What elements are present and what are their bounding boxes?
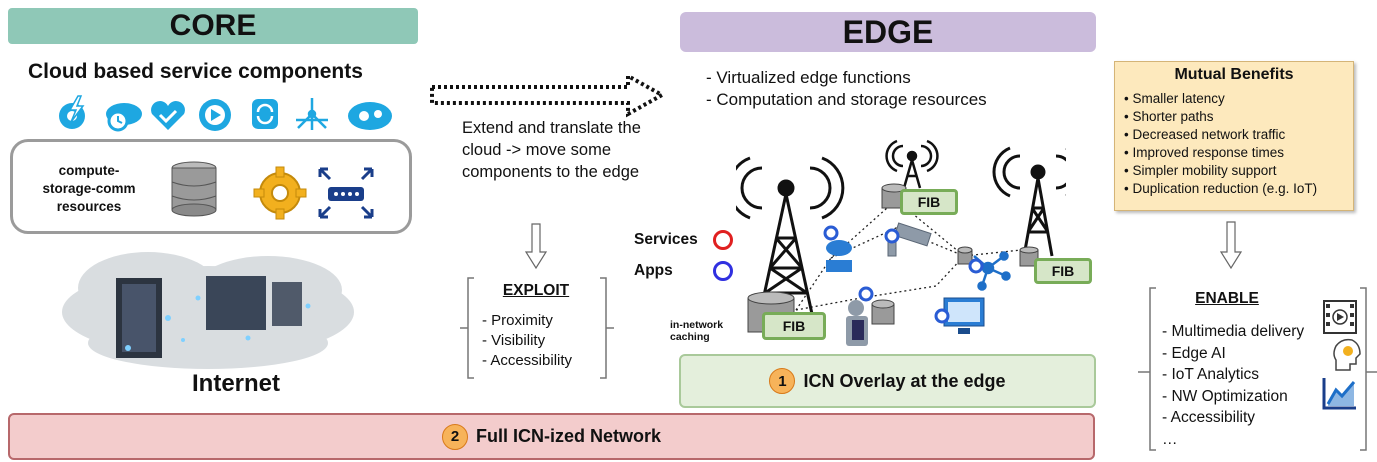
- in-network-caching-label: in-network caching: [670, 319, 724, 343]
- down-arrow-enable: [1219, 221, 1243, 270]
- analytics-chart-icon: [1322, 378, 1356, 410]
- fib-table-middle: FIB: [900, 189, 958, 215]
- cloud-service-icons: [59, 95, 392, 132]
- benefit-item: • Shorter paths: [1124, 109, 1214, 124]
- play-gear-icon: [199, 99, 231, 131]
- mutual-benefits-title: Mutual Benefits: [1174, 66, 1294, 83]
- fib-table-left: FIB: [762, 312, 826, 340]
- benefit-item: • Simpler mobility support: [1124, 163, 1277, 178]
- exploit-title: EXPLOIT: [502, 282, 570, 299]
- extend-arrow: [430, 72, 667, 118]
- mutual-benefits-box: [1114, 61, 1354, 211]
- icn-overlay-label: ICN Overlay at the edge: [803, 370, 1006, 391]
- enable-item: - Multimedia delivery: [1162, 323, 1305, 340]
- enable-list: - Multimedia delivery - Edge AI - IoT An…: [1162, 321, 1304, 450]
- exploit-item: - Visibility: [482, 332, 546, 349]
- cloud-services-title: Cloud based service components: [28, 60, 363, 83]
- edge-network-topology: [736, 139, 1066, 346]
- fib-table-right: FIB: [1034, 258, 1092, 284]
- storage-database-icon: [171, 161, 217, 217]
- edge-bullet: - Virtualized edge functions: [706, 68, 911, 87]
- edge-header: EDGE: [680, 12, 1096, 52]
- resources-label: compute-storage-comm resources: [42, 163, 136, 214]
- apps-label: Apps: [634, 262, 673, 279]
- core-header: CORE: [8, 8, 418, 44]
- iot-hub-icon: [968, 251, 1011, 291]
- exploit-item: - Proximity: [482, 312, 553, 329]
- full-icn-network-box: 2 Full ICN-ized Network: [8, 413, 1095, 460]
- cell-tower-right: [992, 146, 1066, 257]
- enable-item: …: [1162, 430, 1178, 448]
- cell-tower-middle: [885, 139, 939, 189]
- services-label: Services: [634, 231, 698, 248]
- exploit-list: - Proximity - Visibility - Accessibility: [482, 311, 572, 371]
- edge-bullets: - Virtualized edge functions - Computati…: [706, 67, 987, 111]
- enable-title: ENABLE: [1195, 290, 1259, 307]
- benefit-item: • Decreased network traffic: [1124, 127, 1286, 142]
- enable-bracket: [1138, 287, 1377, 451]
- database-sync-icon: [252, 99, 278, 129]
- enable-item: - Accessibility: [1162, 409, 1256, 426]
- icn-overlay-box: 1 ICN Overlay at the edge: [679, 354, 1096, 408]
- enable-item: - Edge AI: [1162, 344, 1226, 362]
- gear-lightning-icon: [59, 95, 85, 129]
- benefit-item: • Improved response times: [1124, 145, 1285, 160]
- phone-user-icon: [846, 286, 874, 346]
- mutual-benefits-list: • Smaller latency • Shorter paths • Decr…: [1124, 90, 1317, 198]
- heart-check-icon: [151, 101, 185, 130]
- enable-item: - NW Optimization: [1162, 387, 1288, 405]
- cloud-clock-icon: [106, 103, 142, 132]
- services-ring-icon: [713, 230, 733, 250]
- exploit-item: - Accessibility: [482, 352, 573, 369]
- edge-bullet: - Computation and storage resources: [706, 90, 987, 109]
- cell-tower-left: [736, 156, 845, 315]
- extend-description: Extend and translate the cloud -> move s…: [462, 119, 641, 181]
- compute-gear-icon: [253, 166, 307, 220]
- benefit-item: • Duplication reduction (e.g. IoT): [1124, 181, 1318, 196]
- resources-box: [10, 139, 412, 234]
- apps-ring-icon: [713, 261, 733, 281]
- security-camera-icon: [884, 222, 932, 257]
- desktop-computer-icon: [934, 297, 985, 334]
- benefit-item: • Smaller latency: [1124, 91, 1225, 106]
- full-network-label: Full ICN-ized Network: [475, 426, 661, 446]
- cloud-router-icon: [823, 225, 852, 272]
- network-distribution-icon: [296, 98, 328, 130]
- enable-item: - IoT Analytics: [1162, 366, 1260, 383]
- ai-head-icon: [1333, 338, 1361, 371]
- internet-cloud-datacenter-image: [62, 252, 354, 369]
- exploit-bracket: [460, 277, 614, 379]
- icn-overlay-number-badge: 1: [769, 368, 796, 394]
- down-arrow-exploit: [524, 223, 548, 270]
- full-network-number-badge: 2: [441, 423, 468, 450]
- internet-label: Internet: [192, 370, 281, 397]
- multimedia-film-icon: [1323, 300, 1357, 334]
- cloud-gears-icon: [348, 102, 392, 130]
- router-icon: [318, 167, 374, 219]
